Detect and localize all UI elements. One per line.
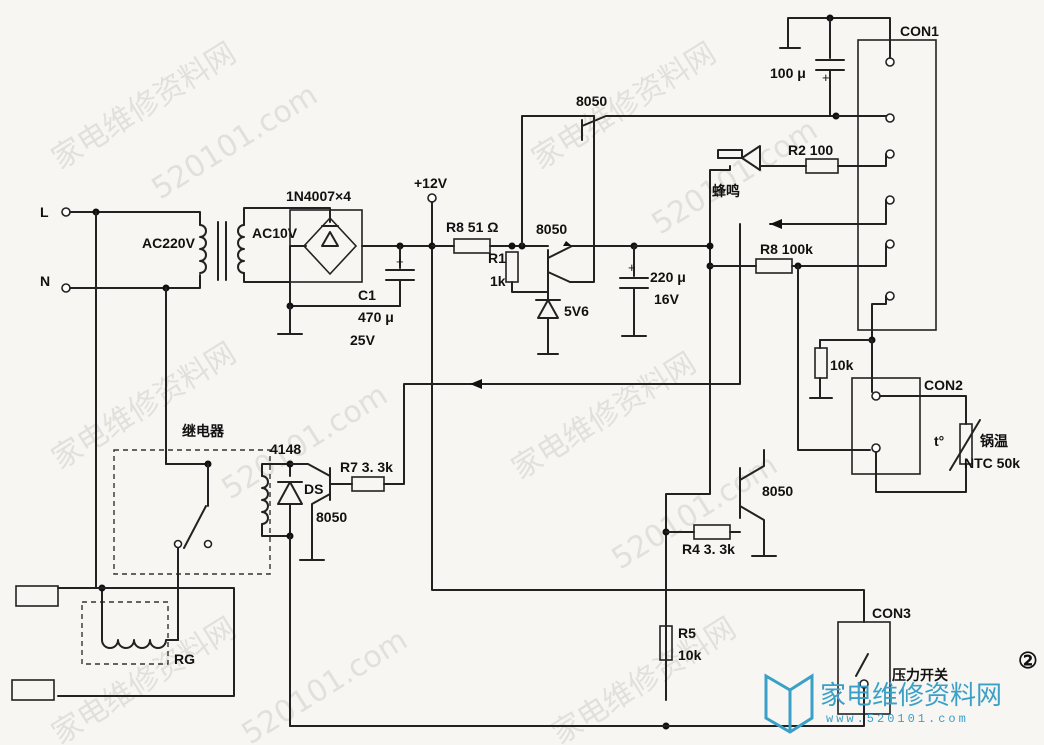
label-con1: CON1: [900, 23, 939, 39]
label-buzzer: 蜂鸣: [712, 183, 740, 199]
label-r4: R4 3. 3k: [682, 541, 735, 557]
label-ntc-name: 锅温: [980, 433, 1008, 449]
label-q-relay: 8050: [316, 509, 347, 525]
label-con3: CON3: [872, 605, 911, 621]
ntc-thermistor: [959, 423, 973, 465]
label-q-press: 8050: [762, 483, 793, 499]
label-con2: CON2: [924, 377, 963, 393]
label-r8-100k: R8 100k: [760, 241, 813, 257]
terminal-N: [61, 283, 71, 293]
svg-text:+: +: [822, 70, 830, 85]
mains-input: L N: [40, 204, 201, 589]
label-r10k: 10k: [830, 357, 854, 373]
resistor-r5: [659, 625, 673, 661]
svg-text:+: +: [396, 254, 404, 269]
watermark-text: 家电维修资料网: [506, 346, 703, 487]
label-r1: R1: [488, 250, 506, 266]
site-logo: 家电维修资料网 www.520101.com: [764, 673, 1002, 734]
label-c1: C1: [358, 287, 376, 303]
connector-con1: CON1: [769, 23, 939, 341]
ground-icon: [277, 305, 303, 335]
plug-terminal: [11, 679, 55, 701]
terminal-L: [61, 207, 71, 217]
label-r8-51: R8 51 Ω: [446, 219, 498, 235]
label-c220-volt: 16V: [654, 291, 680, 307]
label-r7: R7 3. 3k: [340, 459, 393, 475]
connector-con2: 10k CON2 t° 锅温 NTC 50k: [809, 336, 1020, 493]
resistor-r8-51: [453, 238, 491, 254]
figure-number: ②: [1018, 648, 1038, 673]
label-L: L: [40, 204, 49, 220]
transistor-top: 8050: [576, 93, 840, 143]
watermark-layer: 家电维修资料网 520101.com 家电维修资料网 520101.com 家电…: [46, 36, 824, 745]
label-r2: R2 100: [788, 142, 833, 158]
regulator: R1 1k 8050 5V6: [488, 115, 635, 355]
label-q-reg: 8050: [536, 221, 567, 237]
label-4148: 4148: [270, 441, 301, 457]
svg-text:+: +: [628, 260, 636, 275]
plug-terminal: [15, 585, 59, 607]
label-r5-val: 10k: [678, 647, 702, 663]
label-c1-volt: 25V: [350, 332, 376, 348]
label-c220: 220 μ: [650, 269, 686, 285]
relay: 继电器 4148 DS R7 3. 3k 8050 RG: [11, 383, 471, 727]
watermark-url: 520101.com: [606, 447, 784, 576]
label-ds: DS: [304, 481, 323, 497]
label-N: N: [40, 273, 50, 289]
label-relay: 继电器: [182, 423, 225, 439]
buzzer: 蜂鸣 R2 100: [706, 142, 839, 451]
pressure-stage: 8050 R4 3. 3k R5 10k: [659, 449, 793, 730]
bridge-rectifier: 1N4007×4: [277, 188, 433, 335]
label-r1-val: 1k: [490, 273, 506, 289]
label-ntc-val: NTC 50k: [964, 455, 1020, 471]
label-bridge: 1N4007×4: [286, 188, 351, 204]
watermark-text: 家电维修资料网: [46, 611, 243, 745]
label-ntc-t: t°: [934, 433, 944, 449]
logo-text: 家电维修资料网: [820, 681, 1002, 711]
label-rg: RG: [174, 651, 195, 667]
resistor-r8-100k: R8 100k: [469, 223, 871, 451]
resistor-r2: [805, 158, 839, 174]
rail-12v: +12V R8 51 Ω: [414, 175, 865, 623]
capacitor-220: + 220 μ 16V: [619, 242, 711, 337]
label-c100: 100 μ: [770, 65, 806, 81]
capacitor-100: + 100 μ: [770, 14, 891, 117]
watermark-url: 520101.com: [646, 112, 824, 241]
label-r5: R5: [678, 625, 696, 641]
watermark-text: 家电维修资料网: [46, 336, 243, 477]
label-12v: +12V: [414, 175, 448, 191]
resistor-r7: [351, 476, 385, 492]
watermark-text: 家电维修资料网: [526, 36, 723, 177]
label-c1-cap: 470 μ: [358, 309, 394, 325]
label-q-top: 8050: [576, 93, 607, 109]
bridge-diode-icon: [321, 225, 339, 247]
label-ac220v: AC220V: [142, 235, 196, 251]
connector-con3: CON3 压力开关 ②: [289, 605, 1038, 727]
label-press: 压力开关: [892, 667, 948, 683]
wire-N: [69, 274, 201, 289]
label-zener: 5V6: [564, 303, 589, 319]
watermark-text: 家电维修资料网: [546, 611, 743, 745]
logo-url: www.520101.com: [826, 712, 969, 726]
transformer: AC220V AC10V: [142, 207, 331, 283]
wire-L: [69, 211, 201, 226]
label-ac10v: AC10V: [252, 225, 298, 241]
capacitor-c1: + C1 470 μ 25V: [350, 242, 415, 348]
